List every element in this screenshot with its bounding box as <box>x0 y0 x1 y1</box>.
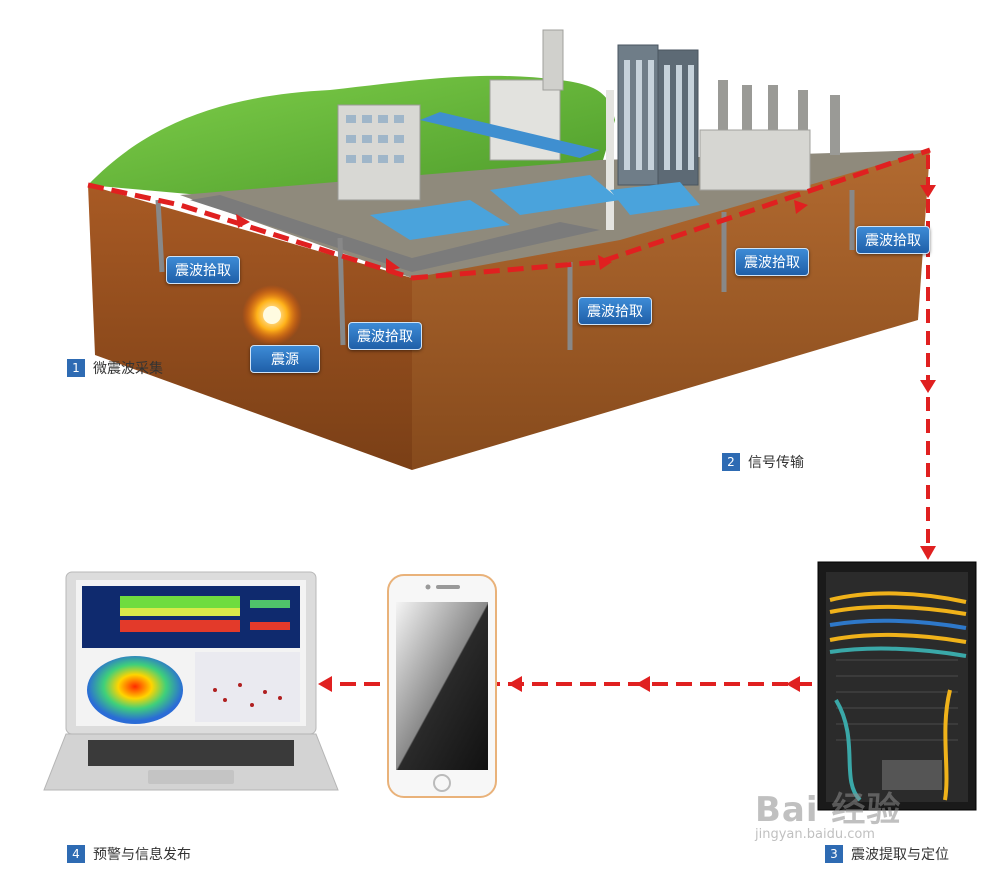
transmission-line <box>920 155 936 560</box>
industrial-facility <box>337 29 840 240</box>
step-label-1: 1 微震波采集 <box>67 358 163 378</box>
watermark-url: jingyan.baidu.com <box>755 827 875 842</box>
scatter-panel <box>195 652 300 722</box>
step-text: 信号传输 <box>748 455 804 471</box>
sensor-callout: 震波拾取 <box>735 248 809 276</box>
sensor-callout: 震波拾取 <box>578 297 652 325</box>
step-label-2: 2 信号传输 <box>722 452 804 472</box>
blue-roof-1 <box>370 200 510 240</box>
keyboard <box>88 740 294 766</box>
road <box>190 195 600 272</box>
step-text: 预警与信息发布 <box>93 847 191 863</box>
source-callout: 震源 <box>250 345 320 373</box>
laptop <box>43 571 339 791</box>
silo-tower <box>542 29 564 91</box>
step-label-3: 3 震波提取与定位 <box>825 844 949 864</box>
conveyor <box>420 112 600 158</box>
step-number: 4 <box>67 845 85 863</box>
blue-roof-2 <box>490 175 620 215</box>
sensor-callout: 震波拾取 <box>348 322 422 350</box>
step-text: 震波提取与定位 <box>851 847 949 863</box>
plant-hall <box>699 129 811 191</box>
baidu-watermark: Bai 经验 jingyan.baidu.com <box>755 782 955 852</box>
step-text: 微震波采集 <box>93 361 163 377</box>
waveform-panel <box>82 586 300 648</box>
step-number: 1 <box>67 359 85 377</box>
sensor-callout: 震波拾取 <box>166 256 240 284</box>
surface-arrowheads <box>236 200 808 272</box>
watermark-brand: Bai 经验 <box>755 790 902 830</box>
step-number: 2 <box>722 453 740 471</box>
step-label-4: 4 预警与信息发布 <box>67 844 191 864</box>
blue-roof-3 <box>610 182 700 215</box>
step-number: 3 <box>825 845 843 863</box>
heatmap <box>87 656 183 724</box>
trackpad <box>148 770 234 784</box>
soil-front-right <box>412 150 930 470</box>
server-rack <box>817 561 977 811</box>
smartphone <box>387 574 497 798</box>
sensor-callout: 震波拾取 <box>856 226 930 254</box>
surface-signal-path <box>87 147 931 281</box>
chimney <box>606 90 614 230</box>
seismic-source-blast <box>242 285 302 345</box>
sensor-boreholes <box>155 190 855 350</box>
stack-row <box>718 80 840 155</box>
